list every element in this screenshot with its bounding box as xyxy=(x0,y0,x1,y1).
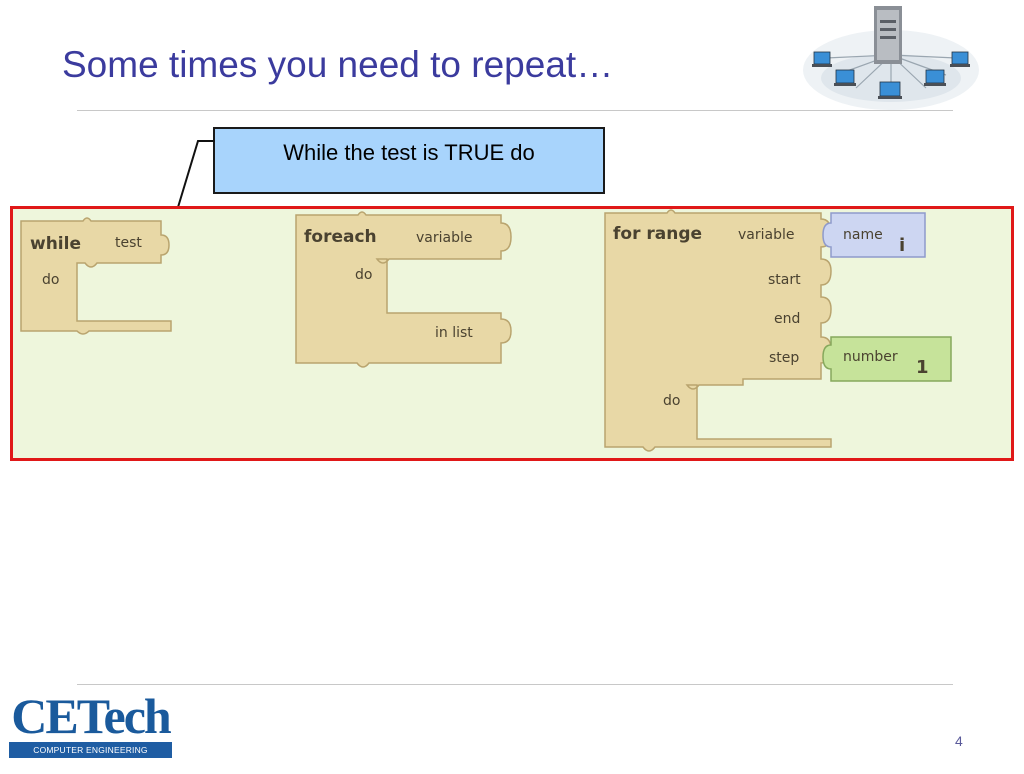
for-range-start-label: start xyxy=(768,272,801,288)
for-range-step-label: step xyxy=(769,350,799,366)
name-variable-block[interactable]: name i xyxy=(822,212,926,258)
number-block[interactable]: number 1 xyxy=(822,336,952,382)
slide-title: Some times you need to repeat… xyxy=(62,44,614,85)
top-divider xyxy=(77,110,953,111)
foreach-do-label: do xyxy=(355,267,372,283)
foreach-title: foreach xyxy=(304,227,377,247)
bottom-divider xyxy=(77,684,953,685)
name-block-value: i xyxy=(899,235,905,256)
name-block-label: name xyxy=(843,227,883,243)
callout-box: While the test is TRUE do xyxy=(213,127,605,194)
number-block-value: 1 xyxy=(916,357,929,378)
logo-wordmark: CETech xyxy=(11,688,171,744)
foreach-variable-label: variable xyxy=(416,230,472,246)
cetech-logo: CETech COMPUTER ENGINEERING TECHNOLOGY xyxy=(9,688,172,771)
for-range-end-label: end xyxy=(774,311,800,327)
for-range-variable-label: variable xyxy=(738,227,794,243)
for-range-block[interactable]: for range variable start end step do xyxy=(604,209,832,452)
while-test-label: test xyxy=(115,235,142,251)
page-number: 4 xyxy=(955,733,963,749)
foreach-block[interactable]: foreach variable do in list xyxy=(295,211,512,368)
foreach-in-list-label: in list xyxy=(435,325,473,341)
loop-blocks-panel: while test do foreach variable do in lis… xyxy=(10,206,1014,461)
while-do-label: do xyxy=(42,272,59,288)
network-illustration xyxy=(803,6,979,110)
for-range-do-label: do xyxy=(663,393,680,409)
while-title: while xyxy=(30,234,81,254)
logo-band: COMPUTER ENGINEERING TECHNOLOGY xyxy=(9,742,172,771)
number-block-label: number xyxy=(843,349,898,365)
while-block[interactable]: while test do xyxy=(20,217,172,335)
for-range-title: for range xyxy=(613,224,702,244)
